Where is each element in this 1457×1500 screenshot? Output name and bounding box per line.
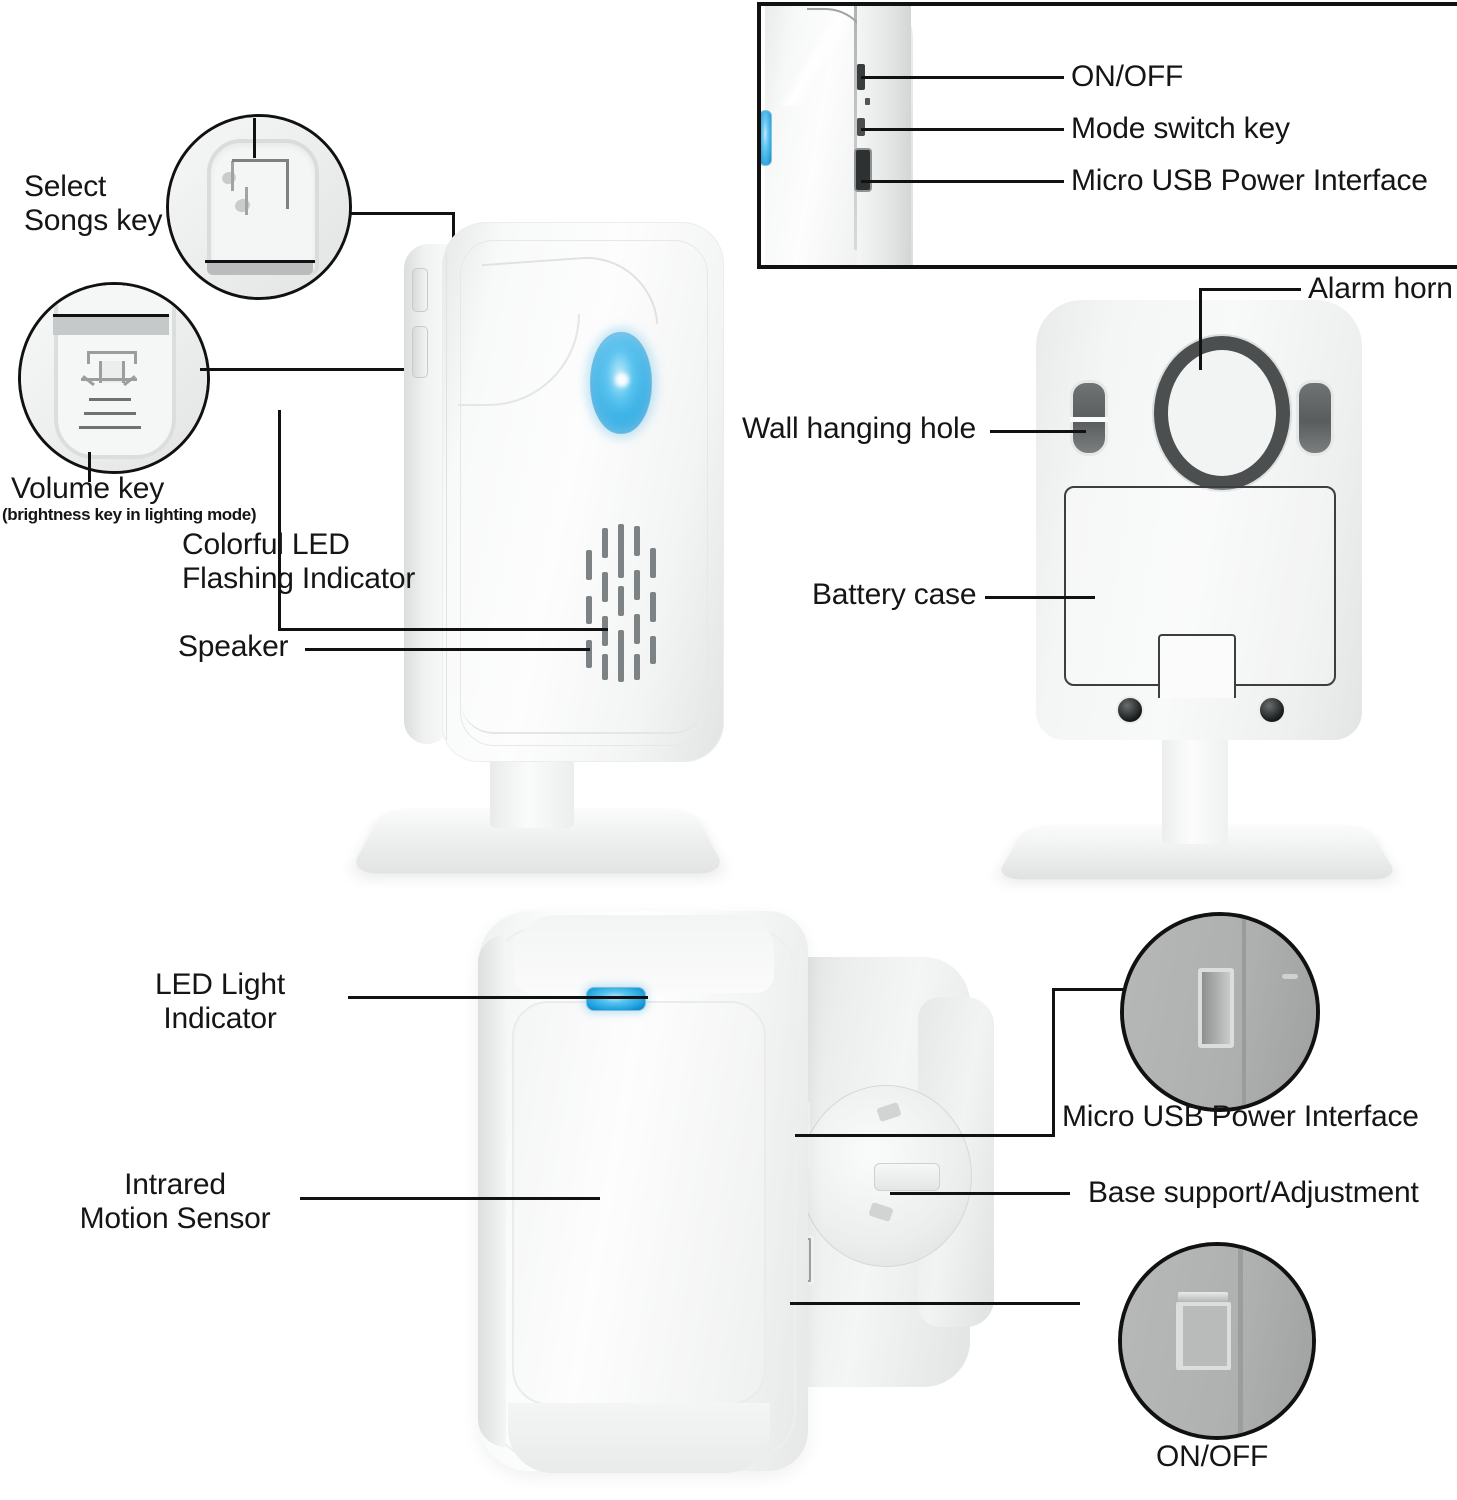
speaker-horn-top-icon bbox=[87, 351, 137, 364]
mode-switch-hole bbox=[865, 98, 870, 105]
side-view-inset-frame bbox=[757, 2, 1457, 269]
leader-intrared-motion-sensor bbox=[300, 1197, 600, 1200]
leader-led-light-indicator bbox=[348, 996, 648, 999]
front-body-top-chamfer bbox=[514, 915, 774, 993]
micro-usb-zoom-callout bbox=[1120, 912, 1320, 1112]
leader-mode-switch bbox=[861, 128, 1064, 131]
label-led-light-indicator: LED Light Indicator bbox=[155, 968, 285, 1036]
label-speaker: Speaker bbox=[178, 630, 289, 663]
volume-key-callout bbox=[18, 282, 210, 474]
label-on-off-top: ON/OFF bbox=[1071, 60, 1184, 93]
leader-battery-case-h bbox=[985, 596, 1095, 599]
alarm-horn-ring bbox=[1154, 336, 1290, 490]
label-colorful-led: Colorful LED Flashing Indicator bbox=[182, 528, 416, 596]
led-hotspot bbox=[615, 373, 629, 387]
label-base-support: Base support/Adjustment bbox=[1088, 1176, 1419, 1209]
front-body-left-edge bbox=[478, 935, 506, 1447]
screw-right bbox=[1258, 696, 1286, 724]
micro-usb-port bbox=[854, 148, 872, 192]
leader-select-songs-h bbox=[350, 212, 455, 215]
leader-speaker bbox=[305, 648, 590, 651]
leader-colorful-led-h bbox=[278, 628, 608, 631]
front-body-bottom-skirt bbox=[508, 1403, 770, 1473]
band-top-edge bbox=[53, 314, 169, 317]
label-mode-switch-key: Mode switch key bbox=[1071, 112, 1290, 145]
angled-view-device bbox=[470, 905, 1050, 1500]
front-face-inner-outline bbox=[460, 240, 708, 746]
front-view-device bbox=[348, 222, 728, 882]
power-switch-body-icon bbox=[1176, 1302, 1231, 1370]
key-cap-band bbox=[53, 315, 169, 335]
leader-colorful-led-v bbox=[278, 410, 281, 630]
label-battery-case: Battery case bbox=[812, 578, 977, 611]
leader-micro-usb-to-circle bbox=[1052, 988, 1130, 991]
label-wall-hanging-hole: Wall hanging hole bbox=[742, 412, 976, 445]
on-off-zoom-callout bbox=[1118, 1242, 1316, 1440]
stand-hinge-tab bbox=[1158, 634, 1236, 698]
leader-micro-usb-top bbox=[861, 180, 1064, 183]
label-alarm-horn: Alarm horn bbox=[1308, 272, 1453, 305]
device-side-wall bbox=[857, 6, 911, 265]
speaker-horn-base-icon bbox=[81, 378, 137, 381]
screw-left bbox=[1116, 696, 1144, 724]
micro-usb-port-icon bbox=[1198, 968, 1234, 1048]
callout-seam bbox=[1238, 1246, 1243, 1436]
leader-on-off-top bbox=[861, 76, 1064, 79]
label-volume-key-sub: (brightness key in lighting mode) bbox=[2, 505, 257, 524]
key-cap-shadow bbox=[207, 262, 313, 275]
leader-volume-h bbox=[200, 368, 450, 371]
volume-side-button[interactable] bbox=[412, 326, 428, 378]
select-songs-key-callout bbox=[166, 114, 352, 300]
music-note-stem-a bbox=[231, 161, 234, 191]
volume-bar-2-icon bbox=[84, 412, 136, 415]
wall-hanging-hole-right bbox=[1296, 380, 1334, 456]
infrared-motion-sensor-lens bbox=[512, 1001, 766, 1405]
hole-keyway-slot bbox=[1070, 417, 1108, 422]
led-light-indicator-strip bbox=[586, 987, 646, 1011]
leader-micro-usb-v bbox=[1052, 988, 1055, 1136]
leader-wall-hanging-hole bbox=[990, 430, 1086, 433]
case-seam bbox=[854, 6, 857, 250]
speaker-horn-neck-icon bbox=[99, 361, 125, 383]
label-intrared-motion-sensor: Intrared Motion Sensor bbox=[79, 1168, 271, 1236]
music-note-stem-b bbox=[286, 159, 289, 209]
leader-alarm-horn-h bbox=[1199, 288, 1301, 291]
volume-bar-1-icon bbox=[89, 398, 131, 401]
wall-hanging-hole-left bbox=[1070, 380, 1108, 456]
volume-bar-3-icon bbox=[79, 426, 141, 429]
callout-nub bbox=[1282, 974, 1298, 979]
key-cap-edge bbox=[205, 260, 315, 263]
swivel-center-pad bbox=[874, 1163, 940, 1191]
label-micro-usb-top: Micro USB Power Interface bbox=[1071, 164, 1428, 197]
label-volume-key: Volume key bbox=[11, 472, 165, 505]
music-note-beam bbox=[232, 159, 288, 162]
tick-volume-key bbox=[88, 452, 91, 482]
label-on-off-bottom: ON/OFF bbox=[1156, 1440, 1269, 1473]
colorful-led-indicator bbox=[590, 332, 652, 434]
music-note-stem-c bbox=[245, 187, 248, 215]
mode-switch-slot bbox=[857, 118, 865, 136]
leader-alarm-horn-v bbox=[1199, 288, 1202, 370]
blue-led-edge bbox=[761, 110, 772, 166]
front-face-seam bbox=[446, 252, 447, 740]
label-micro-usb-bottom: Micro USB Power Interface bbox=[1062, 1100, 1419, 1133]
tick-select-songs bbox=[253, 118, 256, 158]
leader-on-off-bottom bbox=[790, 1302, 1080, 1305]
leader-micro-usb-h bbox=[795, 1134, 1055, 1137]
label-select-songs-key: Select Songs key bbox=[24, 170, 163, 238]
speaker-grille bbox=[584, 522, 658, 682]
select-songs-side-button[interactable] bbox=[412, 268, 428, 312]
front-swoosh-bottom bbox=[460, 658, 706, 734]
callout-seam bbox=[1242, 916, 1246, 1108]
leader-base-support bbox=[890, 1192, 1070, 1195]
back-view-device bbox=[994, 300, 1400, 900]
